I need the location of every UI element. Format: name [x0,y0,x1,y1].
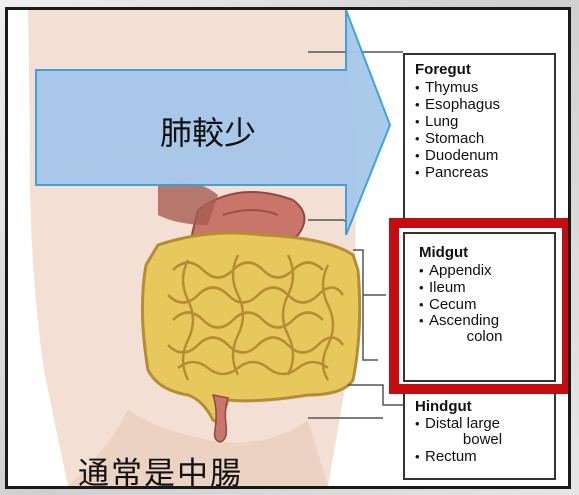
hindgut-list: Distal large bowel Rectum [415,416,548,465]
list-item: Lung [415,113,548,130]
foregut-list: Thymus Esophagus Lung Stomach Duodenum P… [415,79,548,181]
list-item: Pancreas [415,164,548,181]
foregut-title: Foregut [415,61,548,79]
midgut-highlight-frame [389,218,571,394]
bottom-caption: 通常是中腸 [78,448,243,489]
list-item-line-2: bowel [425,432,548,448]
list-item: Stomach [415,130,548,147]
hindgut-title: Hindgut [415,398,548,416]
foregut-label-box: Foregut Thymus Esophagus Lung Stomach Du… [403,53,556,221]
hindgut-label-box: Hindgut Distal large bowel Rectum [403,388,556,480]
list-item-line-1: Distal large [425,415,500,432]
list-item: Thymus [415,79,548,96]
list-item: Distal large bowel [415,416,548,448]
arrow-label: 肺較少 [108,108,308,154]
colon [142,233,359,422]
list-item: Esophagus [415,96,548,113]
list-item: Rectum [415,448,548,465]
diagram-canvas: 肺較少 Foregut Thymus Esophagus Lung Stomac… [5,7,571,489]
list-item: Duodenum [415,147,548,164]
